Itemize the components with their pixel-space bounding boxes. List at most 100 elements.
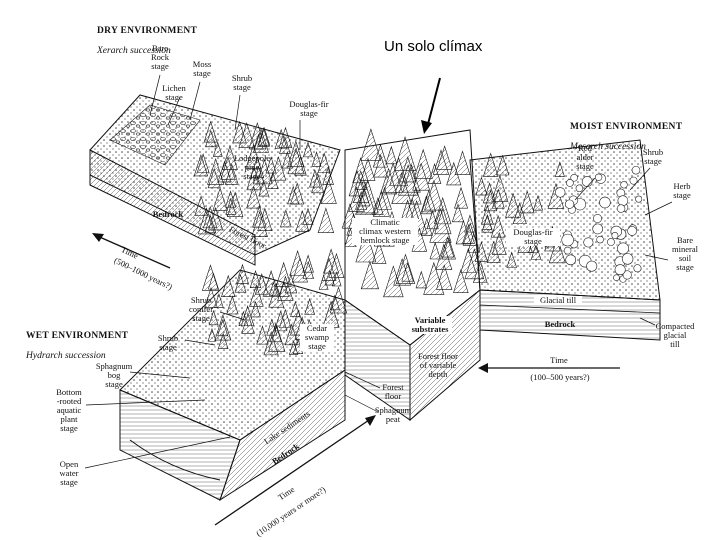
conifer-tree [217, 332, 229, 349]
conifer-tree [451, 203, 465, 223]
shrub-mark [627, 226, 637, 236]
shrub-mark [555, 187, 566, 198]
conifer-tree [287, 185, 300, 205]
conifer-tree [275, 261, 292, 287]
conifer-tree [380, 167, 398, 195]
conifer-tree [273, 310, 288, 332]
shrub-mark [622, 270, 632, 280]
shrub-mark [635, 195, 643, 203]
conifer-tree [287, 147, 305, 175]
conifer-tree [251, 211, 268, 238]
conifer-tree [280, 209, 292, 228]
shrub-mark [617, 195, 629, 206]
shrub-mark [593, 214, 602, 223]
label-red-alder-stage: Red alder stage [576, 143, 594, 171]
shrub-mark [629, 176, 638, 185]
label-cedar-swamp-stage: Cedar swamp stage [300, 324, 334, 351]
shrub-mark [561, 233, 574, 247]
shrub-mark [621, 253, 634, 265]
label-climatic-climax: Climatic climax western hemlock stage [352, 218, 418, 245]
shrub-mark [613, 274, 620, 282]
conifer-tree [491, 231, 507, 255]
shrub-mark [583, 237, 594, 248]
shrub-mark [631, 165, 641, 175]
shrub-mark [566, 179, 574, 187]
label-wet-forest-floor: Forest floor [382, 382, 404, 401]
shrub-mark [620, 181, 628, 189]
conifer-tree [483, 189, 498, 212]
conifer-tree [348, 170, 366, 197]
label-lichen-stage: Lichen stage [162, 83, 186, 102]
shrub-mark [617, 242, 630, 255]
conifer-tree [482, 152, 499, 177]
conifer-tree [357, 187, 371, 207]
conifer-tree [317, 152, 331, 173]
conifer-tree [506, 251, 517, 268]
wet-block-side [219, 369, 346, 502]
label-sphagnum-bog-stage: Sphagnum bog stage [95, 361, 133, 389]
label-herb-stage: Herb stage [673, 181, 691, 200]
conifer-tree [360, 157, 376, 181]
dry-rock-outcrop [109, 104, 201, 166]
conifer-tree [423, 261, 445, 295]
label-variable-substrates: Variable substrates [408, 316, 452, 334]
conifer-tree [377, 186, 392, 210]
label-forest-floor-variable: Forest floor of variable depth [418, 351, 458, 379]
label-bottom-rooted-aquatic-stage: Bottom -rooted aquatic plant stage [56, 387, 82, 433]
conifer-tree [265, 156, 277, 174]
conifer-tree [371, 241, 387, 264]
conifer-tree [302, 141, 314, 158]
conifer-tree [258, 179, 270, 197]
conifer-tree [274, 128, 288, 149]
label-moist-shrub-stage: Shrub stage [642, 147, 664, 166]
conifer-tree [454, 150, 471, 175]
conifer-tree [385, 145, 398, 165]
conifer-tree [268, 281, 278, 296]
dry-tree-group [193, 120, 337, 238]
shrub-mark [565, 254, 576, 266]
shrub-mark [575, 184, 584, 193]
shrub-mark [565, 199, 575, 209]
climax-block-side [409, 288, 481, 422]
conifer-tree [212, 141, 223, 157]
leader-lines [84, 74, 673, 469]
conifer-tree [222, 145, 238, 170]
conifer-tree [290, 300, 301, 317]
conifer-tree [519, 190, 535, 214]
moist-block [469, 139, 661, 341]
wet-lake-basin [129, 439, 221, 481]
conifer-tree [236, 263, 249, 284]
conifer-tree [284, 273, 298, 294]
conifer-tree [250, 300, 261, 318]
conifer-tree [360, 260, 380, 290]
conifer-tree [205, 129, 217, 148]
conifer-tree [257, 127, 270, 147]
moist-subheading: Mesarch succession [570, 142, 646, 152]
wet-subheading: Hydrarch succession [26, 351, 106, 361]
conifer-tree [383, 265, 404, 298]
shrub-mark [599, 196, 611, 209]
conifer-tree [440, 236, 455, 258]
conifer-tree [317, 207, 335, 233]
conifer-tree [436, 145, 453, 170]
label-moist-time: Time [550, 355, 568, 365]
conifer-tree [360, 128, 382, 161]
time-arrows [92, 233, 620, 526]
shrub-mark [592, 223, 604, 235]
label-lodgepole-pine-stage: Lodgepole pine stage [233, 153, 271, 181]
dry-heading-text: DRY ENVIRONMENT [97, 26, 198, 36]
shrub-mark [563, 246, 572, 255]
conifer-tree [208, 309, 219, 326]
shrub-mark [607, 238, 615, 246]
conifer-tree [212, 187, 228, 212]
conifer-tree [311, 151, 322, 167]
conifer-tree [207, 327, 217, 342]
shrub-mark [633, 264, 642, 273]
conifer-tree [329, 286, 348, 314]
label-open-water-stage: Open water stage [59, 459, 79, 487]
label-sphagnum-peat: Sphagnum peat [374, 405, 412, 424]
conifer-tree [426, 210, 439, 230]
conifer-tree [266, 318, 278, 336]
label-compacted-glacial-till: Compacted glacial till [655, 321, 695, 349]
